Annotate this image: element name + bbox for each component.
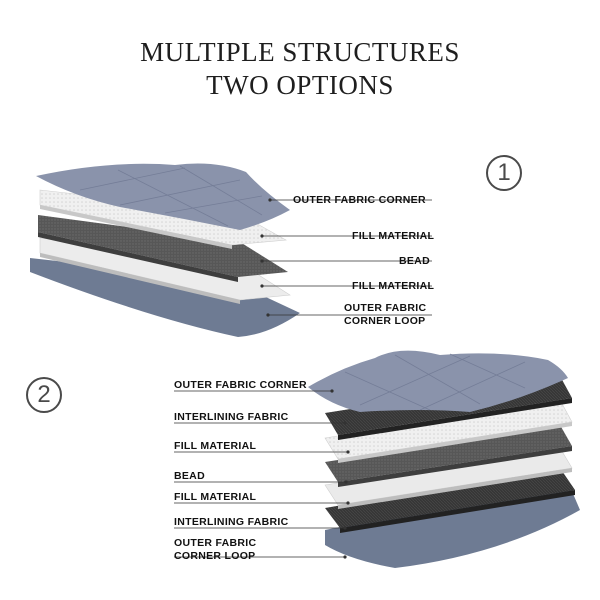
option-1-stack [30,163,300,337]
option-2-label-interlining-lower: INTERLINING FABRIC [174,516,289,528]
title-line-1: MULTIPLE STRUCTURES [140,37,460,67]
option-1-layer-corner-loop [30,258,300,337]
option-2-badge: 2 [26,377,62,413]
option-2-leader-lines [174,390,348,558]
diagram-title: MULTIPLE STRUCTURES TWO OPTIONS [0,36,600,102]
option-1-label-bead: BEAD [399,255,430,267]
option-2-label-interlining-upper: INTERLINING FABRIC [174,411,289,423]
option-2-label-corner-loop: CORNER LOOP [174,550,256,562]
option-2-label-bead: BEAD [174,470,205,482]
option-2-layer-bead [325,425,572,482]
option-2-label-fill-material-upper: FILL MATERIAL [174,440,257,452]
option-1-label-outer-fabric: OUTER FABRIC [344,302,427,314]
option-1-label-fill-material-lower: FILL MATERIAL [352,280,435,292]
option-1-label-outer-fabric-corner: OUTER FABRIC CORNER [293,194,426,206]
option-2-label-outer-fabric: OUTER FABRIC [174,537,257,549]
option-1-layer-outer-fabric-corner [36,163,290,230]
option-2-layer-outer-fabric-corner [308,350,568,412]
option-1-label-fill-material-upper: FILL MATERIAL [352,230,435,242]
option-1-badge: 1 [486,155,522,191]
option-2-label-outer-fabric-corner: OUTER FABRIC CORNER [174,379,307,391]
option-1-label-corner-loop: CORNER LOOP [344,315,426,327]
option-1-leader-lines [262,199,432,316]
title-line-2: TWO OPTIONS [206,70,394,100]
option-2-stack [308,350,580,568]
option-2-layer-interlining-lower [325,468,575,528]
option-2-label-fill-material-lower: FILL MATERIAL [174,491,257,503]
option-1-layer-bead [38,215,288,277]
